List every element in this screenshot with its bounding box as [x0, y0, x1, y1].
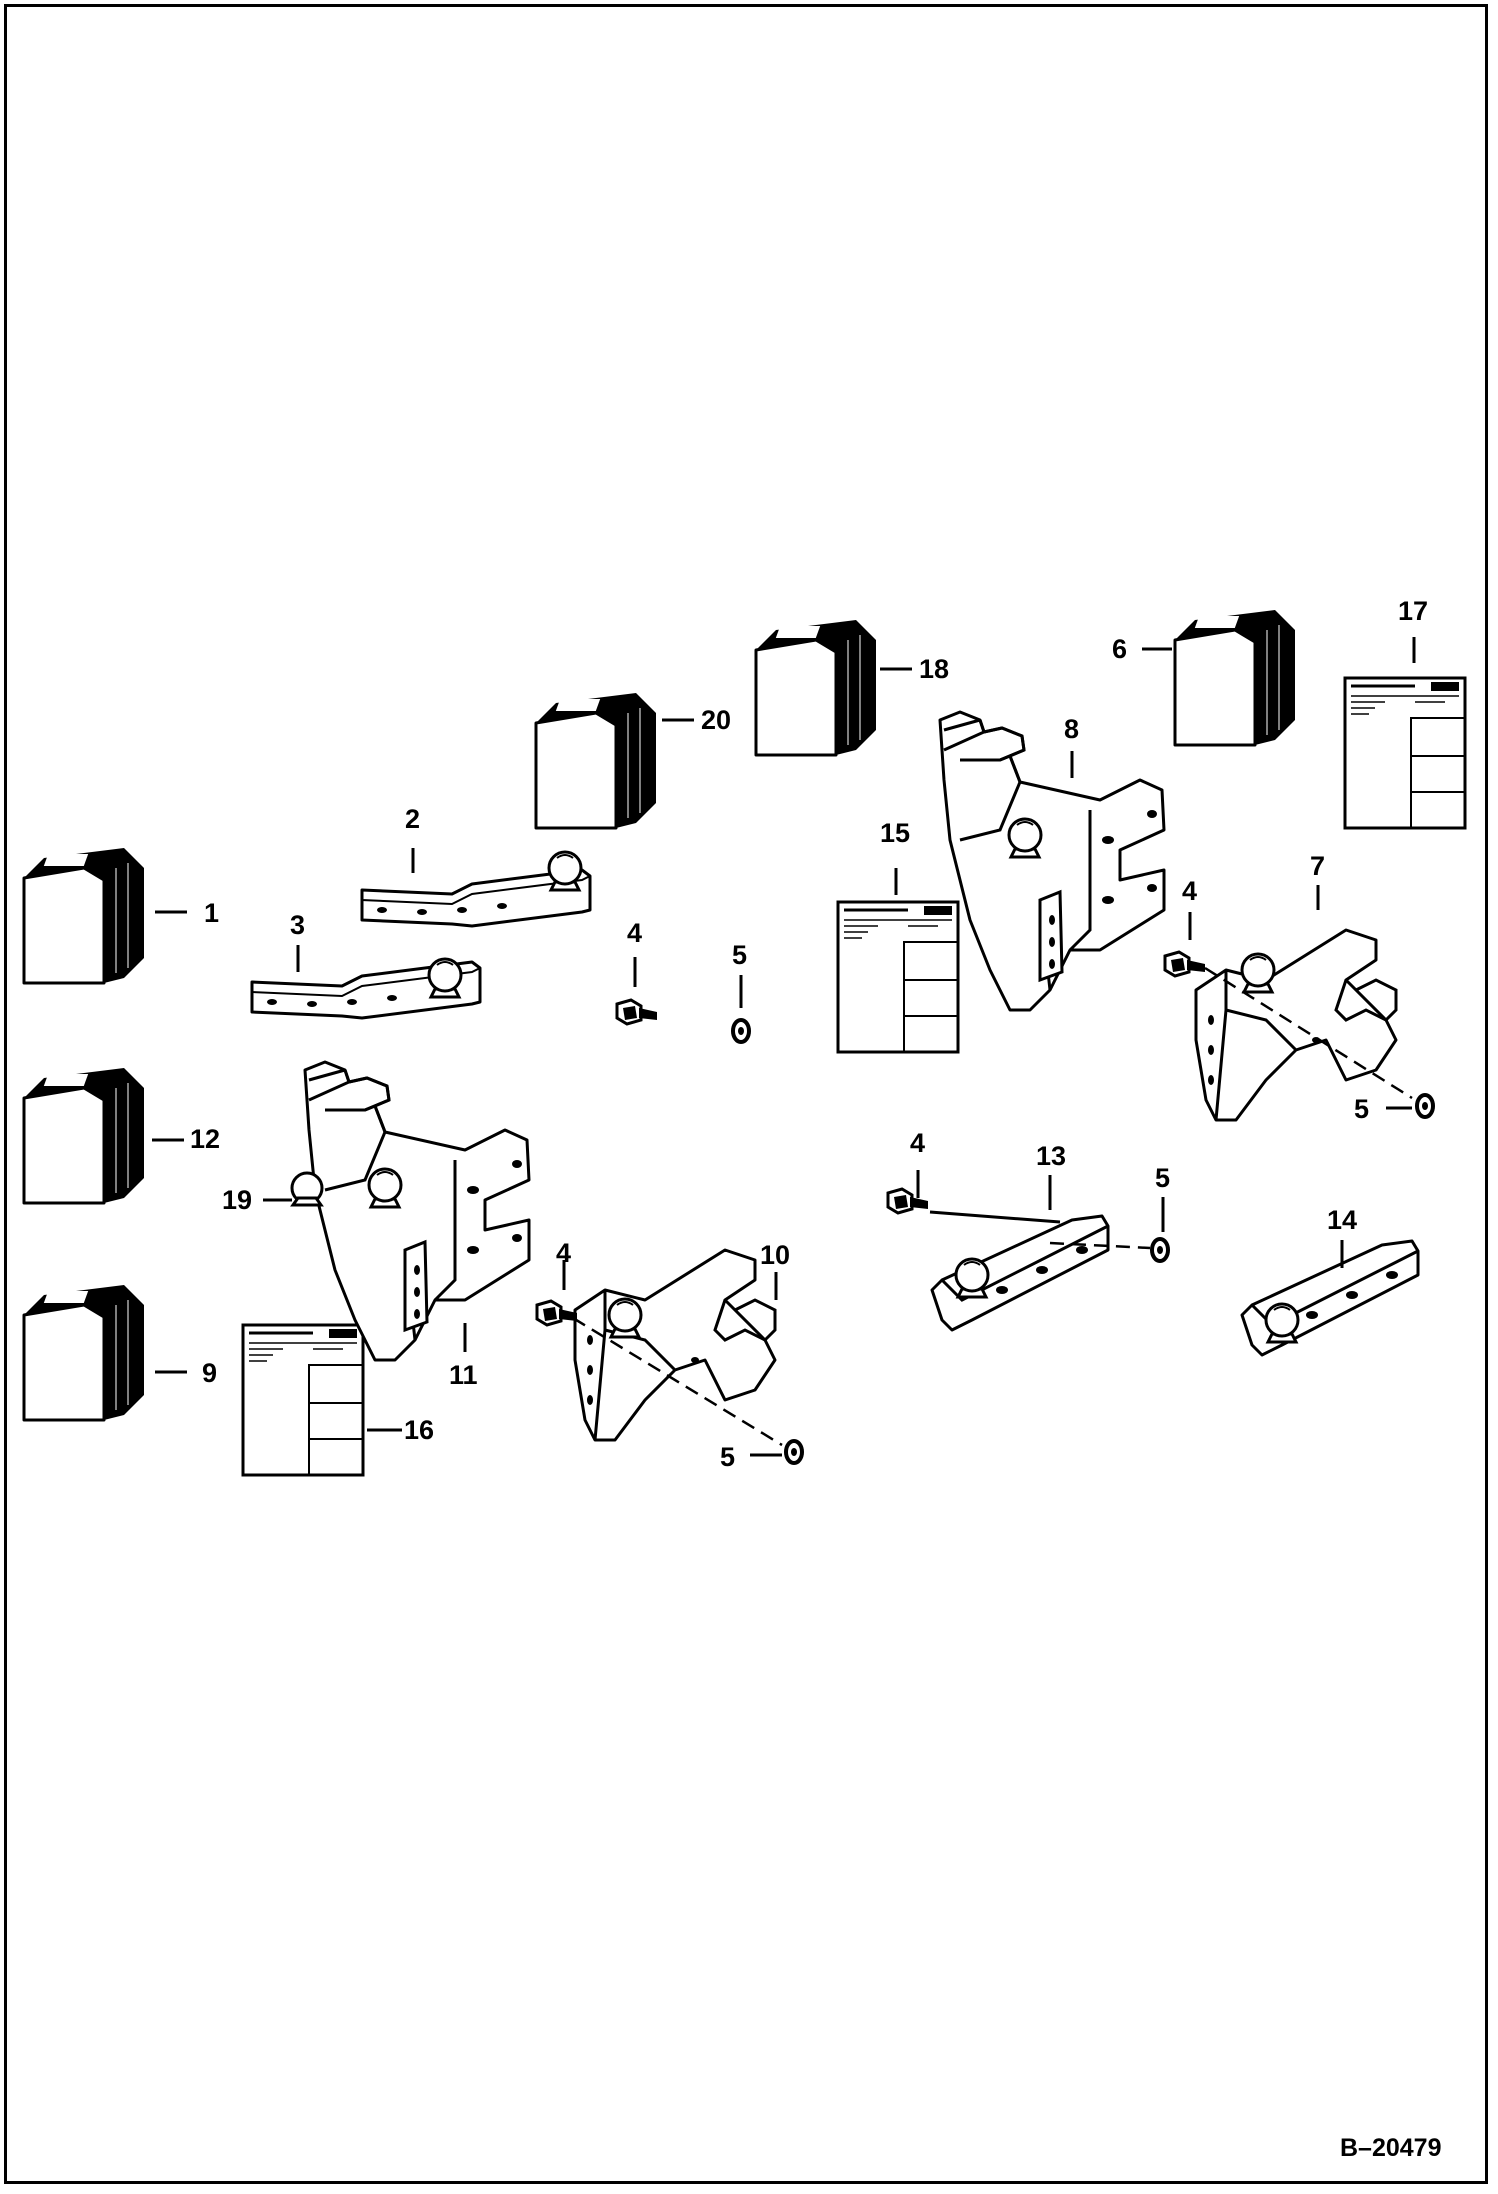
ball-stud-8 — [1007, 817, 1043, 859]
callout-5-lower: 5 — [720, 1442, 736, 1472]
counterweight-12 — [22, 1066, 146, 1205]
document-reference: B–20479 — [1340, 2134, 1442, 2162]
callout-17: 17 — [1398, 596, 1429, 626]
ball-stud-7 — [1240, 952, 1276, 994]
bracket-7 — [1194, 928, 1398, 1122]
counterweight-18 — [754, 618, 878, 757]
ball-stud-11 — [367, 1167, 403, 1209]
callout-9: 9 — [202, 1358, 218, 1388]
callout-5-center: 5 — [1155, 1163, 1171, 1193]
bolt-4d — [535, 1299, 579, 1327]
callout-5-upper: 5 — [732, 940, 748, 970]
callout-18: 18 — [919, 654, 950, 684]
callout-14: 14 — [1327, 1205, 1358, 1235]
nut-5b — [1415, 1093, 1435, 1119]
callout-19: 19 — [222, 1185, 253, 1215]
ball-stud-13 — [954, 1257, 990, 1299]
callout-12: 12 — [190, 1124, 221, 1154]
callout-13: 13 — [1036, 1141, 1067, 1171]
callout-15: 15 — [880, 818, 911, 848]
callout-10: 10 — [760, 1240, 791, 1270]
decal-15 — [836, 900, 960, 1054]
ball-stud-10 — [607, 1297, 643, 1339]
bolt-4b — [1163, 950, 1207, 978]
callout-4-lower: 4 — [556, 1238, 572, 1268]
ball-stud-14 — [1264, 1302, 1300, 1344]
ball-stud-3 — [427, 957, 463, 999]
callout-4-center: 4 — [910, 1128, 926, 1158]
counterweight-20 — [534, 691, 658, 830]
callout-20: 20 — [701, 705, 732, 735]
ball-stud-2 — [547, 850, 583, 892]
callout-6: 6 — [1112, 634, 1128, 664]
callout-7: 7 — [1310, 851, 1326, 881]
nut-5d — [784, 1439, 804, 1465]
callout-4-upper: 4 — [627, 918, 643, 948]
callout-1: 1 — [204, 898, 220, 928]
drawing-frame — [4, 4, 1488, 2184]
leader-lines — [152, 637, 1416, 1457]
decal-17 — [1343, 676, 1467, 830]
bolt-4a — [615, 998, 659, 1026]
ball-stud-19 — [290, 1171, 324, 1207]
assembly-lines — [572, 966, 1413, 1447]
callout-11: 11 — [449, 1360, 478, 1390]
callout-8: 8 — [1064, 714, 1080, 744]
bracket-11 — [303, 1060, 531, 1362]
callout-2: 2 — [405, 804, 421, 834]
callout-3: 3 — [290, 910, 306, 940]
callout-16: 16 — [404, 1415, 435, 1445]
decal-16 — [241, 1323, 365, 1477]
counterweight-1 — [22, 846, 146, 985]
bracket-8 — [938, 710, 1166, 1012]
nut-5a — [731, 1018, 751, 1044]
bracket-10 — [573, 1248, 777, 1442]
callout-4-right: 4 — [1182, 876, 1198, 906]
counterweight-9 — [22, 1283, 146, 1422]
nut-5c — [1150, 1237, 1170, 1263]
bolt-4c — [886, 1187, 930, 1215]
counterweight-6 — [1173, 608, 1297, 747]
callout-5-right: 5 — [1354, 1094, 1370, 1124]
